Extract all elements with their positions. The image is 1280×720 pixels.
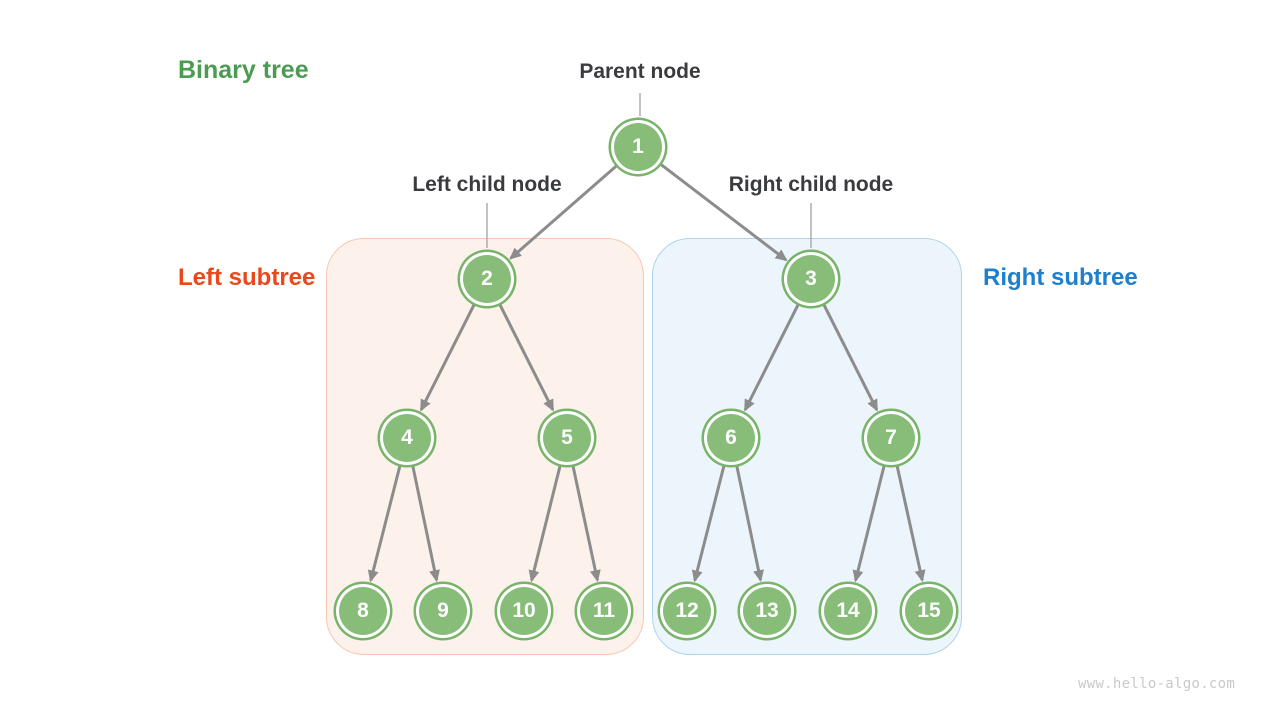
tree-node-4: 4 — [383, 414, 431, 462]
tree-node-15: 15 — [905, 587, 953, 635]
tree-node-8: 8 — [339, 587, 387, 635]
tree-node-9: 9 — [419, 587, 467, 635]
edge-6-12 — [691, 465, 726, 583]
left-subtree-label: Left subtree — [178, 264, 316, 291]
parent-node-label: Parent node — [579, 60, 701, 83]
tree-node-12: 12 — [663, 587, 711, 635]
edge-1-2 — [509, 164, 618, 260]
edge-5-11 — [571, 466, 601, 583]
tree-node-3: 3 — [787, 255, 835, 303]
diagram-title: Binary tree — [178, 56, 309, 84]
edge-4-9 — [411, 466, 440, 583]
edge-1-3 — [660, 163, 788, 262]
tree-node-6: 6 — [707, 414, 755, 462]
edge-3-6 — [743, 304, 800, 412]
edge-2-4 — [419, 304, 476, 412]
right-subtree-label: Right subtree — [983, 264, 1138, 291]
edge-7-15 — [895, 466, 926, 583]
left-child-node-label: Left child node — [412, 173, 562, 196]
tree-node-10: 10 — [500, 587, 548, 635]
edge-7-14 — [852, 465, 886, 583]
edge-6-13 — [735, 466, 764, 583]
tree-node-11: 11 — [580, 587, 628, 635]
left-subtree-box — [326, 238, 644, 655]
tree-node-1: 1 — [614, 123, 662, 171]
tree-node-2: 2 — [463, 255, 511, 303]
edge-5-10 — [528, 465, 562, 583]
site-watermark: www.hello-algo.com — [1078, 676, 1236, 692]
tree-node-13: 13 — [743, 587, 791, 635]
tree-node-14: 14 — [824, 587, 872, 635]
edge-2-5 — [498, 304, 555, 412]
tree-node-5: 5 — [543, 414, 591, 462]
tree-node-7: 7 — [867, 414, 915, 462]
right-child-node-label: Right child node — [728, 173, 894, 196]
edge-3-7 — [822, 304, 879, 412]
edge-4-8 — [367, 465, 402, 583]
